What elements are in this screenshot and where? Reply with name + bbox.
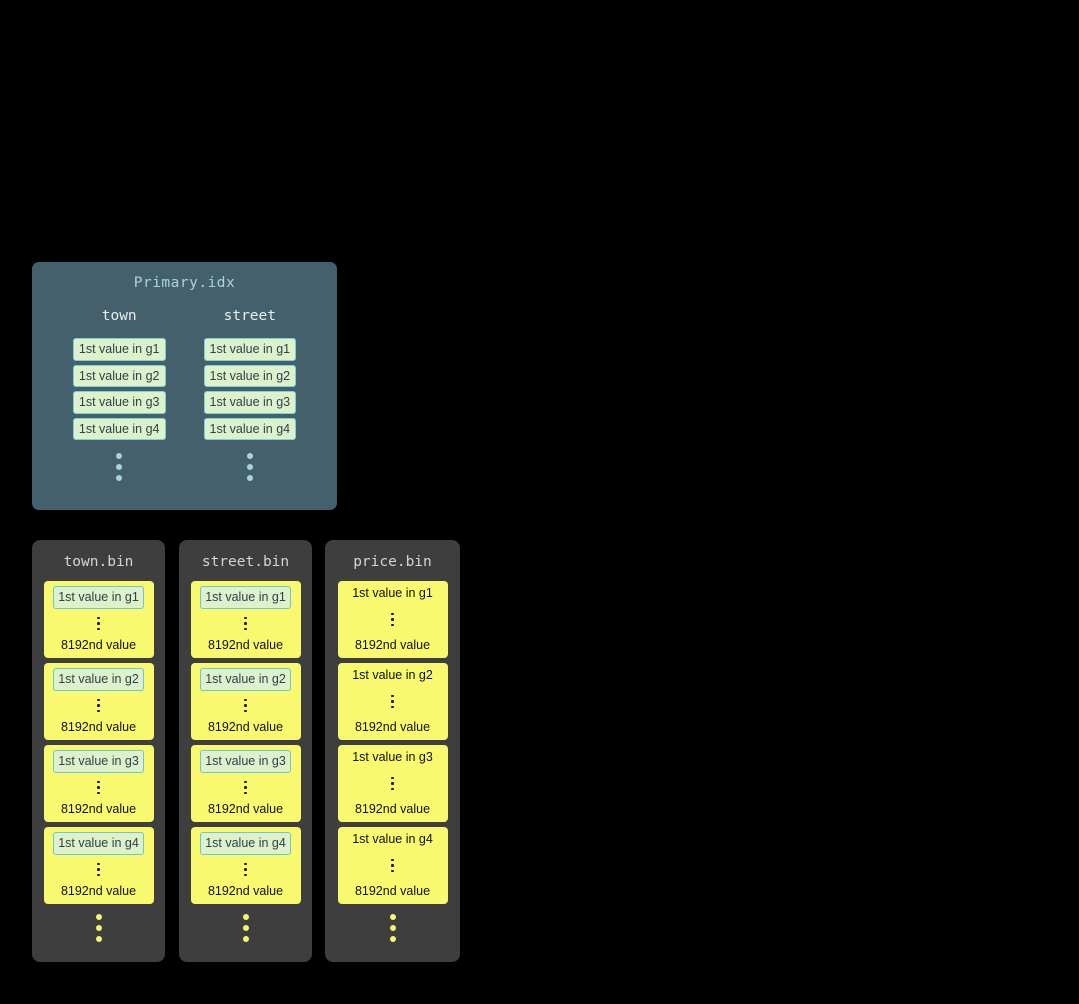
- index-value-box: 1st value in g3: [72, 391, 166, 414]
- vertical-ellipsis-icon: [246, 453, 253, 481]
- bin-panel-street: street.bin 1st value in g1 8192nd value …: [179, 540, 312, 962]
- granule-block: 1st value in g2 8192nd value: [190, 663, 301, 740]
- primary-column-town: town 1st value in g1 1st value in g2 1st…: [72, 308, 166, 481]
- granule-block: 1st value in g2 8192nd value: [337, 663, 448, 740]
- granule-block: 1st value in g4 8192nd value: [337, 827, 448, 904]
- granule-block: 1st value in g2 8192nd value: [43, 663, 154, 740]
- granule-first-value: 1st value in g3: [352, 750, 433, 764]
- granule-block: 1st value in g3 8192nd value: [337, 745, 448, 822]
- index-value-box: 1st value in g4: [203, 417, 297, 440]
- granule-first-value: 1st value in g1: [200, 586, 291, 609]
- granule-block: 1st value in g3 8192nd value: [190, 745, 301, 822]
- column-header-street: street: [223, 308, 276, 324]
- vertical-ellipsis-icon: [97, 780, 100, 795]
- granule-block: 1st value in g1 8192nd value: [337, 581, 448, 658]
- bin-title-price: price.bin: [353, 554, 432, 570]
- bin-title-street: street.bin: [201, 554, 290, 570]
- granule-block: 1st value in g1 8192nd value: [190, 581, 301, 658]
- vertical-ellipsis-icon: [244, 698, 247, 713]
- granule-last-value: 8192nd value: [60, 638, 137, 652]
- granule-last-value: 8192nd value: [354, 638, 431, 652]
- granule-last-value: 8192nd value: [207, 638, 284, 652]
- granule-list: 1st value in g1 8192nd value 1st value i…: [337, 581, 448, 904]
- granule-last-value: 8192nd value: [354, 720, 431, 734]
- vertical-ellipsis-icon: [97, 616, 100, 631]
- granule-last-value: 8192nd value: [354, 802, 431, 816]
- primary-index-title: Primary.idx: [133, 275, 236, 291]
- granule-first-value: 1st value in g4: [200, 832, 291, 855]
- granule-first-value: 1st value in g2: [352, 668, 433, 682]
- primary-index-panel: Primary.idx town 1st value in g1 1st val…: [32, 262, 337, 510]
- granule-first-value: 1st value in g4: [352, 832, 433, 846]
- vertical-ellipsis-icon: [389, 914, 396, 942]
- granule-last-value: 8192nd value: [207, 884, 284, 898]
- granule-last-value: 8192nd value: [60, 802, 137, 816]
- granule-list: 1st value in g1 8192nd value 1st value i…: [43, 581, 154, 904]
- granule-block: 1st value in g4 8192nd value: [190, 827, 301, 904]
- index-value-box: 1st value in g1: [72, 338, 166, 361]
- index-value-box: 1st value in g1: [203, 338, 297, 361]
- granule-first-value: 1st value in g2: [200, 668, 291, 691]
- granule-last-value: 8192nd value: [207, 802, 284, 816]
- primary-index-columns: town 1st value in g1 1st value in g2 1st…: [32, 308, 337, 481]
- granule-last-value: 8192nd value: [60, 884, 137, 898]
- granule-block: 1st value in g4 8192nd value: [43, 827, 154, 904]
- bin-panel-price: price.bin 1st value in g1 8192nd value 1…: [325, 540, 460, 962]
- granule-first-value: 1st value in g3: [53, 750, 144, 773]
- vertical-ellipsis-icon: [391, 858, 394, 873]
- granule-last-value: 8192nd value: [207, 720, 284, 734]
- granule-first-value: 1st value in g1: [352, 586, 433, 600]
- granule-block: 1st value in g3 8192nd value: [43, 745, 154, 822]
- index-value-box: 1st value in g3: [203, 391, 297, 414]
- vertical-ellipsis-icon: [116, 453, 123, 481]
- vertical-ellipsis-icon: [97, 698, 100, 713]
- granule-first-value: 1st value in g4: [53, 832, 144, 855]
- vertical-ellipsis-icon: [242, 914, 249, 942]
- granule-last-value: 8192nd value: [354, 884, 431, 898]
- vertical-ellipsis-icon: [97, 862, 100, 877]
- granule-block: 1st value in g1 8192nd value: [43, 581, 154, 658]
- primary-column-street: street 1st value in g1 1st value in g2 1…: [203, 308, 297, 481]
- index-value-box: 1st value in g2: [72, 364, 166, 387]
- granule-first-value: 1st value in g1: [53, 586, 144, 609]
- vertical-ellipsis-icon: [391, 694, 394, 709]
- index-value-box: 1st value in g4: [72, 417, 166, 440]
- index-value-box: 1st value in g2: [203, 364, 297, 387]
- bin-panel-town: town.bin 1st value in g1 8192nd value 1s…: [32, 540, 165, 962]
- vertical-ellipsis-icon: [244, 616, 247, 631]
- column-header-town: town: [101, 308, 137, 324]
- bin-title-town: town.bin: [63, 554, 134, 570]
- granule-list: 1st value in g1 8192nd value 1st value i…: [190, 581, 301, 904]
- vertical-ellipsis-icon: [391, 612, 394, 627]
- granule-last-value: 8192nd value: [60, 720, 137, 734]
- vertical-ellipsis-icon: [391, 776, 394, 791]
- granule-first-value: 1st value in g2: [53, 668, 144, 691]
- vertical-ellipsis-icon: [244, 780, 247, 795]
- vertical-ellipsis-icon: [244, 862, 247, 877]
- granule-first-value: 1st value in g3: [200, 750, 291, 773]
- vertical-ellipsis-icon: [95, 914, 102, 942]
